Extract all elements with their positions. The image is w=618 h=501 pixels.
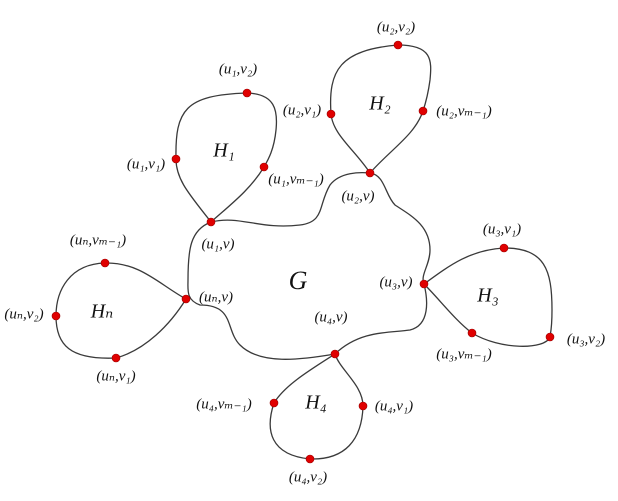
vertex-un-v2 xyxy=(51,311,61,321)
vertex-label: (u₃,vₘ₋₁) xyxy=(436,346,491,362)
vertex-label: (u₃,v₂) xyxy=(567,331,605,347)
subgraph-h1-label: H₁ xyxy=(212,140,234,162)
vertices xyxy=(51,40,555,464)
vertex-u1-v xyxy=(206,217,216,227)
vertex-u3-v1 xyxy=(499,243,509,253)
vertex-u2-v1 xyxy=(326,109,336,119)
vertex-label: (u₄,v₂) xyxy=(289,469,327,485)
vertex-u4-v2 xyxy=(305,454,315,464)
vertex-un-vm1 xyxy=(100,258,110,268)
vertex-u3-vm1 xyxy=(467,328,477,338)
vertex-u1-v1 xyxy=(171,154,181,164)
vertex-label: (u₁,vₘ₋₁) xyxy=(268,171,323,187)
vertex-u3-v xyxy=(419,279,429,289)
vertex-u1-v2 xyxy=(242,88,252,98)
vertex-label: (u₂,vₘ₋₁) xyxy=(436,103,491,119)
vertex-label: (u₂,v₂) xyxy=(377,19,415,35)
graph-g-label: G xyxy=(289,266,308,295)
vertex-u1-vm1 xyxy=(259,162,269,172)
subgraph-hn-loop xyxy=(55,262,187,359)
graph-g-outline xyxy=(187,171,431,360)
subgraph-hn-label: Hₙ xyxy=(90,301,114,323)
vertex-u4-v xyxy=(330,349,340,359)
vertex-u4-v1 xyxy=(358,401,368,411)
subgraph-h2-label: H₂ xyxy=(368,93,390,115)
vertex-label: (u₁,v) xyxy=(201,236,234,252)
vertex-label: (uₙ,v₁) xyxy=(96,368,135,384)
vertex-label: (u₃,v) xyxy=(379,274,412,290)
subgraph-h3-label: H₃ xyxy=(476,285,498,307)
vertex-label: (u₁,v₁) xyxy=(127,156,165,172)
vertex-u2-v2 xyxy=(393,40,403,50)
vertex-u2-v xyxy=(365,168,375,178)
vertex-label: (u₄,v) xyxy=(314,309,347,325)
vertex-label: (u₄,v₁) xyxy=(375,398,413,414)
subgraph-h4-label: H₄ xyxy=(304,392,326,414)
vertex-u3-v2 xyxy=(545,332,555,342)
vertex-u2-vm1 xyxy=(418,106,428,116)
vertex-label: (uₙ,vₘ₋₁) xyxy=(70,232,126,248)
vertex-label: (u₂,v₁) xyxy=(283,102,321,118)
vertex-label: (u₂,v) xyxy=(341,188,374,204)
vertex-un-v1 xyxy=(111,353,121,363)
vertex-u4-vm1 xyxy=(269,398,279,408)
vertex-un-v xyxy=(181,294,191,304)
vertex-label: (uₙ,v) xyxy=(199,289,233,305)
vertex-label: (u₃,v₁) xyxy=(483,221,521,237)
vertex-label: (u₄,vₘ₋₁) xyxy=(196,396,251,412)
vertex-label: (u₁,v₂) xyxy=(219,61,257,77)
vertex-label: (uₙ,v₂) xyxy=(4,306,43,322)
